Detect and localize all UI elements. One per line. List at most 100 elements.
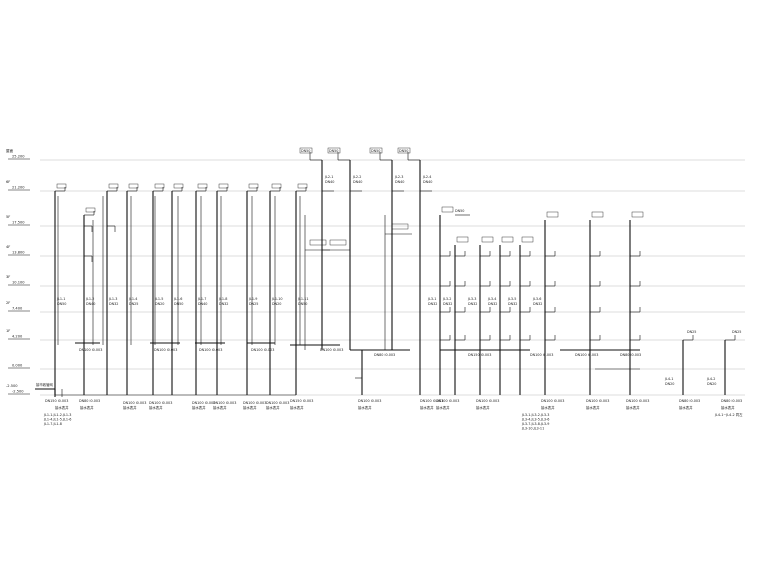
pipe-size: DN50 bbox=[455, 209, 464, 213]
header-label: DN80 i0.003 bbox=[721, 399, 742, 403]
connection-label: 接水表井 bbox=[266, 405, 280, 410]
pipe-size: DN20 bbox=[707, 382, 716, 386]
riser-label: JL1-4 bbox=[128, 297, 137, 301]
floor-elevation: 4.200 bbox=[12, 335, 23, 339]
note-right: JL3-7.JL3-8.JL3-9 bbox=[521, 422, 549, 426]
riser-label: JL2-1 bbox=[324, 175, 333, 179]
floor-elevation: 10.100 bbox=[12, 281, 25, 285]
pipe-size: DN50 bbox=[57, 302, 66, 306]
floor-code: 2F bbox=[6, 301, 10, 305]
riser-label: JL1-6 bbox=[173, 297, 182, 301]
valve-tag bbox=[369, 147, 383, 154]
header-label: DN100 i0.003 bbox=[476, 399, 499, 403]
floor-elevation: 21.200 bbox=[12, 186, 25, 190]
valve-tag bbox=[128, 183, 139, 189]
header-label: DN100 i0.003 bbox=[149, 401, 172, 405]
connection-label: 接水表井 bbox=[436, 405, 450, 410]
header-label: DN100 i0.003 bbox=[358, 399, 381, 403]
valve-tag bbox=[631, 211, 644, 218]
header-label: DN100 i0.003 bbox=[123, 401, 146, 405]
valve-tag bbox=[329, 239, 347, 246]
pipe-size: DN40 bbox=[395, 180, 404, 184]
pipe-size: DN40 bbox=[353, 180, 362, 184]
pipe-size: DN32 bbox=[533, 302, 542, 306]
riser-label: JL3-3 bbox=[467, 297, 476, 301]
riser-label: JL3-2 bbox=[442, 297, 451, 301]
connection-label: 接水表井 bbox=[213, 405, 227, 410]
header-label: DN150 i0.003 bbox=[290, 399, 313, 403]
header-label: DN100 i0.003 bbox=[320, 348, 343, 352]
riser-label: JL1-11 bbox=[297, 297, 309, 301]
header-label: DN100 i0.003 bbox=[266, 401, 289, 405]
note-right: JL3-4.JL3-5.JL3-6 bbox=[521, 418, 549, 422]
connection-label: 接水表井 bbox=[586, 405, 600, 410]
pipe-size: DN32 bbox=[219, 302, 228, 306]
note-left: JL1-4.JL1-5.JL1-6 bbox=[43, 418, 71, 422]
header-label: DN100 i0.003 bbox=[586, 399, 609, 403]
pipe-size: DN32 bbox=[109, 302, 118, 306]
riser-label: JL1-8 bbox=[218, 297, 227, 301]
header-label: DN100 i0.003 bbox=[251, 348, 274, 352]
pipe-size: DN50 bbox=[298, 302, 307, 306]
pipe-size: DN40 bbox=[325, 180, 334, 184]
pipe-size: DN20 bbox=[272, 302, 281, 306]
pipe-size: DN25 bbox=[732, 330, 741, 334]
header-label: DN100 i0.003 bbox=[626, 399, 649, 403]
note-far-right: JL4-1~JL4-2 同左 bbox=[714, 412, 743, 417]
riser-label: JL3-1 bbox=[427, 297, 436, 301]
floor-elevation: 17.500 bbox=[12, 221, 25, 225]
pipe-size: DN50 bbox=[174, 302, 183, 306]
floor-code: 3F bbox=[6, 275, 10, 279]
floor-elevation: 25.200 bbox=[12, 155, 25, 159]
pipe-size: DN32 bbox=[428, 302, 437, 306]
connection-label: 接水表井 bbox=[420, 405, 434, 410]
valve-tag bbox=[173, 183, 184, 189]
note-left: JL1-1.JL1-2.JL1-3 bbox=[43, 413, 71, 417]
riser-label: JL2-3 bbox=[394, 175, 403, 179]
riser-label: JL3-4 bbox=[487, 297, 496, 301]
valve-tag bbox=[299, 147, 313, 154]
header-label: DN100 i0.003 bbox=[154, 348, 177, 352]
note-right: JL3-10.JL3-11 bbox=[521, 427, 544, 431]
pipe-size: DN40 bbox=[198, 302, 207, 306]
pipe-size: DN32 bbox=[468, 302, 477, 306]
header-label: DN100 i0.003 bbox=[199, 348, 222, 352]
connection-label: 接水表井 bbox=[626, 405, 640, 410]
note-left: JL1-7.JL1-8 bbox=[43, 422, 62, 426]
valve-tag bbox=[297, 183, 308, 189]
connection-label: 接水表井 bbox=[721, 405, 735, 410]
header-label: DN100 i0.003 bbox=[530, 353, 553, 357]
valve-tag bbox=[481, 236, 494, 243]
connection-label: 接水表井 bbox=[149, 405, 163, 410]
connection-label: 接水表井 bbox=[358, 405, 372, 410]
riser-label: JL1-5 bbox=[154, 297, 163, 301]
pipe-size: DN20 bbox=[665, 382, 674, 386]
floor-elevation: 0.000 bbox=[12, 364, 23, 368]
riser-label: JL3-6 bbox=[532, 297, 541, 301]
valve-tag bbox=[85, 207, 96, 213]
header-label: DN100 i0.003 bbox=[420, 399, 443, 403]
connection-label: 接水表井 bbox=[476, 405, 490, 410]
header-label: DN100 i0.003 bbox=[243, 401, 266, 405]
pipe-size: DN40 bbox=[86, 302, 95, 306]
riser-label: JL3-5 bbox=[507, 297, 516, 301]
pipe-size: DN25 bbox=[687, 330, 696, 334]
pipe-size: DN50 bbox=[329, 149, 338, 153]
floor-code: 4F bbox=[6, 245, 10, 249]
header-label: DN80 i0.003 bbox=[620, 353, 641, 357]
valve-tag bbox=[591, 211, 604, 218]
valve-tag bbox=[501, 236, 514, 243]
riser-label: JL1-1 bbox=[56, 297, 65, 301]
valve-tag bbox=[309, 239, 327, 246]
pipe-size: DN50 bbox=[371, 149, 380, 153]
connection-label: 接水表井 bbox=[123, 405, 137, 410]
floor-code: 1F bbox=[6, 329, 10, 333]
riser-label: JL1-7 bbox=[197, 297, 206, 301]
riser-label: JL1-10 bbox=[271, 297, 283, 301]
floor-elevation: 7.400 bbox=[12, 307, 23, 311]
riser-network bbox=[35, 147, 736, 397]
riser-label: JL1-3 bbox=[108, 297, 117, 301]
header-label: DN80 i0.003 bbox=[79, 399, 100, 403]
header-label: DN150 i0.003 bbox=[468, 353, 491, 357]
